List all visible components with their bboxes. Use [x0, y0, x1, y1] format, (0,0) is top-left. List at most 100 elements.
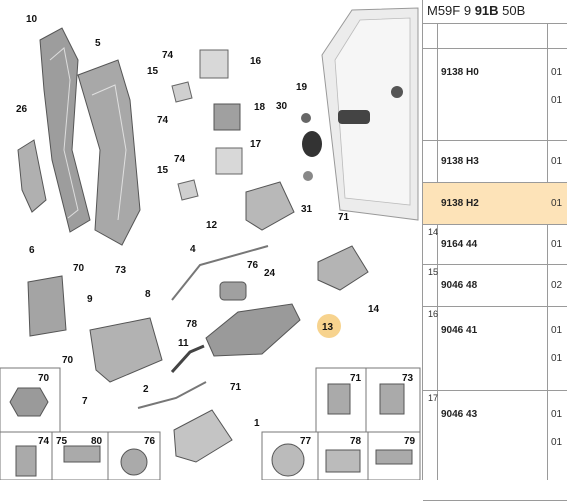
callout-1: 1 [254, 418, 260, 429]
part-24-motor [219, 281, 247, 301]
callout-17: 17 [250, 139, 262, 150]
header-prefix: M59F 9 [427, 3, 475, 18]
row-reference: 9164 44 [441, 239, 478, 250]
part-2-rod [137, 381, 207, 409]
callout-12: 12 [206, 220, 218, 231]
callout-71: 71 [338, 212, 350, 223]
callout-70: 70 [73, 263, 85, 274]
row-group-number: 14 [428, 227, 439, 237]
callout-74: 74 [162, 50, 174, 61]
bolt-74-icon [15, 445, 37, 477]
part-26-cover [17, 139, 47, 213]
table-subheader [423, 24, 567, 49]
row-quantity: 01 [551, 239, 563, 250]
callout-5: 5 [95, 38, 101, 49]
row-group-number: 15 [428, 267, 439, 277]
callout-74: 74 [157, 115, 169, 126]
part-1-handle [173, 409, 233, 463]
thumb-74: 74 [38, 436, 50, 447]
callout-78: 78 [186, 319, 198, 330]
row-reference: 9046 41 [441, 325, 478, 336]
callout-14: 14 [368, 304, 380, 315]
thumb-75: 75 [56, 436, 68, 447]
callout-19: 19 [296, 82, 308, 93]
part-14-lock [317, 245, 369, 291]
callout-74: 74 [174, 154, 186, 165]
row-quantity: 01 [551, 95, 563, 106]
row-quantity: 01 [551, 409, 563, 420]
table-header: M59F 9 91B 50B [423, 0, 567, 24]
part-7-bracket [89, 317, 163, 383]
callout-4: 4 [190, 244, 196, 255]
row-reference: 9138 H0 [441, 67, 479, 78]
thumb-77: 77 [300, 436, 312, 447]
thumbnail-labels: 70 71 73 74 75 80 76 77 78 79 [38, 373, 416, 447]
row-quantity: 02 [551, 280, 563, 291]
screw-75-icon [63, 445, 101, 463]
part-18-plate [213, 103, 241, 131]
part-15-clip-b [177, 179, 199, 201]
callout-8: 8 [145, 289, 151, 300]
callout-6: 6 [29, 245, 35, 256]
part-11-cable [170, 344, 205, 374]
row-group-number: 17 [428, 393, 439, 403]
callout-13-highlight[interactable]: 13 [317, 314, 341, 338]
table-row[interactable]: 9138 H0 01 01 [423, 49, 567, 141]
header-bold: 91B [474, 3, 499, 18]
row-quantity: 01 [551, 353, 563, 364]
thumb-79: 79 [404, 436, 416, 447]
callout-70: 70 [62, 355, 74, 366]
screw-73-icon [379, 383, 405, 415]
thumb-80: 80 [91, 436, 103, 447]
callout-73: 73 [115, 265, 127, 276]
part-16-bracket [199, 49, 229, 79]
row-quantity: 01 [551, 156, 563, 167]
nut-70-icon [9, 387, 49, 417]
row-reference: 9046 43 [441, 409, 478, 420]
thumb-71: 71 [350, 373, 362, 384]
callout-16: 16 [250, 56, 262, 67]
parts-diagram: 10 5 74 16 15 26 18 74 19 30 17 74 15 31… [0, 7, 421, 480]
callouts: 10 5 74 16 15 26 18 74 19 30 17 74 15 31… [16, 14, 380, 429]
part-13-mechanism [205, 303, 301, 357]
part-19-nut [301, 113, 311, 123]
clip-78-icon [325, 449, 361, 473]
callout-71: 71 [230, 382, 242, 393]
part-10-vertical-trim [39, 27, 91, 233]
callout-7: 7 [82, 396, 88, 407]
thumb-73: 73 [402, 373, 414, 384]
part-6-handle [27, 275, 67, 337]
door-panel [321, 7, 419, 221]
callout-10: 10 [26, 14, 38, 25]
row-quantity: 01 [551, 67, 563, 78]
callout-31: 31 [301, 204, 313, 215]
row-quantity: 01 [551, 198, 563, 209]
callout-9: 9 [87, 294, 93, 305]
part-31-grommet [303, 171, 313, 181]
callout-18: 18 [254, 102, 266, 113]
row-quantity: 01 [551, 437, 563, 448]
callout-2: 2 [143, 384, 149, 395]
part-17-bracket [215, 147, 243, 175]
part-15-clip-a [171, 81, 193, 103]
callout-15: 15 [147, 66, 159, 77]
part-12-housing [245, 181, 295, 231]
thumb-76: 76 [144, 436, 156, 447]
thumb-70: 70 [38, 373, 50, 384]
part-4-rod [171, 245, 269, 301]
screw-71-icon [327, 383, 351, 415]
callout-15: 15 [157, 165, 169, 176]
callout-11: 11 [178, 338, 189, 349]
row-reference: 9046 48 [441, 280, 478, 291]
callout-30: 30 [276, 101, 288, 112]
row-quantity: 01 [551, 325, 563, 336]
thumb-78: 78 [350, 436, 362, 447]
